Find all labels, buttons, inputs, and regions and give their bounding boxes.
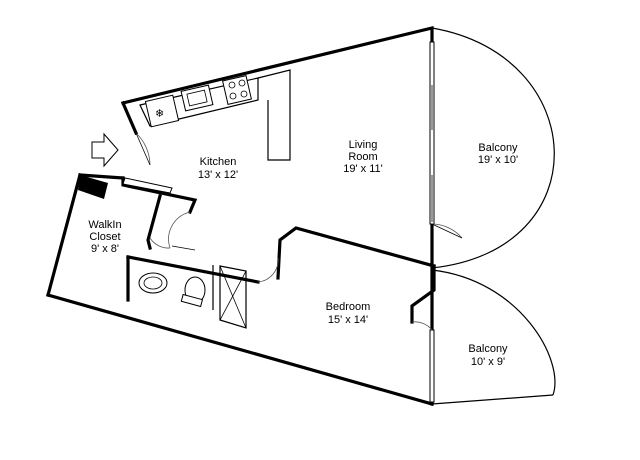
balcony-2-outline bbox=[431, 269, 556, 396]
refrigerator bbox=[144, 94, 180, 128]
kitchen-size: 13' x 12' bbox=[198, 169, 238, 181]
closet-shelf-block bbox=[78, 175, 108, 199]
kitchen-counter bbox=[139, 77, 259, 127]
living-room-size: 19' x 11' bbox=[343, 163, 382, 175]
entry-arrow-icon bbox=[91, 132, 119, 168]
outer-wall-closet-left bbox=[46, 173, 82, 297]
outer-wall-top bbox=[121, 25, 434, 406]
bedroom-top-wall bbox=[276, 226, 436, 280]
kitchen-peninsula bbox=[257, 69, 291, 161]
bedroom-east-wall bbox=[410, 264, 436, 324]
balcony-2-label: Balcony bbox=[468, 343, 508, 355]
living-room-label-1: Living bbox=[349, 139, 378, 151]
balcony-1-label: Balcony bbox=[478, 142, 518, 154]
bedroom-door-swing bbox=[257, 257, 279, 283]
bath-sink bbox=[138, 272, 168, 294]
closet-shelf bbox=[122, 177, 173, 194]
balcony-1-door-swing bbox=[431, 223, 463, 239]
kitchen-label: Kitchen bbox=[200, 156, 237, 168]
closet-label-1: WalkIn bbox=[88, 219, 121, 231]
closet-label-2: Closet bbox=[89, 231, 120, 243]
balcony-1-outline bbox=[431, 27, 555, 269]
bath-top-wall bbox=[126, 255, 260, 284]
closet-bath-wall bbox=[121, 176, 198, 215]
balcony-2-bottom-rail bbox=[431, 394, 554, 405]
stove bbox=[222, 75, 252, 105]
balcony-2-size: 10' x 9' bbox=[471, 356, 505, 368]
closet-door-swing bbox=[149, 237, 171, 249]
entry-wall bbox=[120, 100, 139, 136]
balcony-2-slider bbox=[429, 329, 435, 403]
balcony-2-door-swing bbox=[411, 321, 433, 331]
snowflake-icon: ❄ bbox=[155, 108, 164, 120]
outer-wall-bottom-diagonal bbox=[46, 293, 434, 406]
entry-wall-lower bbox=[78, 173, 125, 180]
bath-door-swing bbox=[168, 211, 191, 249]
entry-door-swing bbox=[135, 132, 151, 166]
bedroom-size: 15' x 14' bbox=[328, 314, 368, 326]
bedroom-label: Bedroom bbox=[326, 301, 371, 313]
closet-inner-wall bbox=[146, 194, 162, 250]
living-room-label-2: Room bbox=[348, 151, 377, 163]
closet-size: 9' x 8' bbox=[91, 243, 119, 255]
balcony-1-size: 19' x 10' bbox=[478, 154, 518, 166]
